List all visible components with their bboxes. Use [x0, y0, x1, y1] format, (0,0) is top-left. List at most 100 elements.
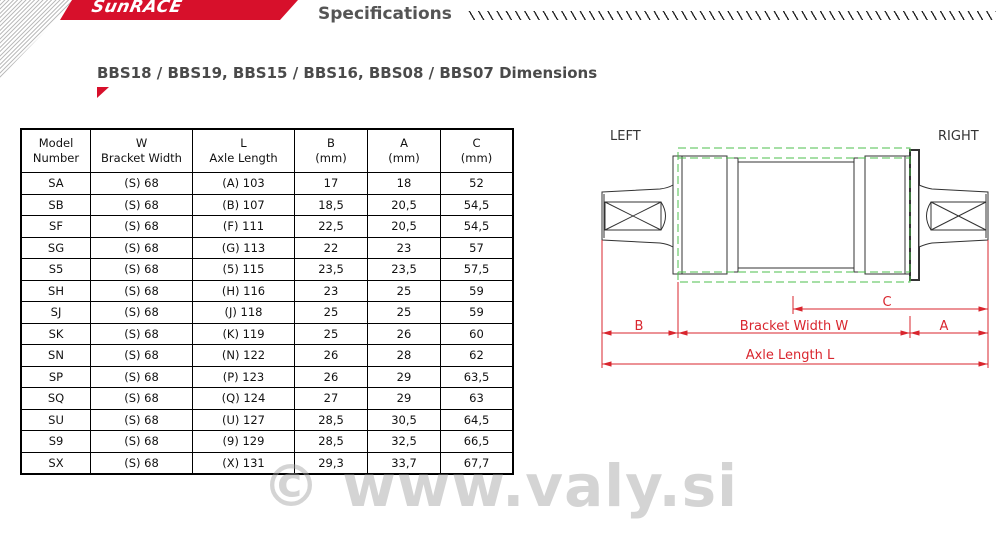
header-line1: Model — [38, 136, 74, 150]
table-cell: (9) 129 — [192, 430, 295, 453]
table-cell: 33,7 — [367, 451, 441, 475]
table-cell: 64,5 — [440, 408, 514, 431]
table-cell: 22 — [294, 236, 368, 259]
table-cell: 54,5 — [440, 193, 514, 216]
table-cell: 29 — [367, 387, 441, 410]
table-cell: (Q) 124 — [192, 387, 295, 410]
diagram-drawing: C B Bracket Width W A Axle Length L — [601, 147, 989, 368]
table-cell: (N) 122 — [192, 344, 295, 367]
bottom-bracket-diagram: LEFT RIGHT — [590, 120, 998, 380]
table-cell: 29 — [367, 365, 441, 388]
table-cell: 57,5 — [440, 258, 514, 281]
table-cell: (G) 113 — [192, 236, 295, 259]
hatch-divider — [468, 11, 996, 20]
table-cell: 27 — [294, 387, 368, 410]
header-line1: W — [135, 136, 148, 150]
table-cell: SU — [20, 408, 91, 431]
table-cell: 52 — [440, 172, 514, 195]
table-cell: 28 — [367, 344, 441, 367]
table-cell: (S) 68 — [90, 301, 193, 324]
table-cell: S9 — [20, 430, 91, 453]
brand-logo: SunRACE — [89, 0, 184, 17]
header-line2: Number — [32, 151, 80, 165]
table-cell: (S) 68 — [90, 387, 193, 410]
table-cell: 59 — [440, 301, 514, 324]
table-cell: 67,7 — [440, 451, 514, 475]
table-cell: 23 — [367, 236, 441, 259]
left-label: LEFT — [610, 129, 641, 144]
table-cell: (S) 68 — [90, 322, 193, 345]
table-cell: (S) 68 — [90, 408, 193, 431]
page-title: BBS18 / BBS19, BBS15 / BBS16, BBS08 / BB… — [97, 64, 598, 82]
table-cell: SF — [20, 215, 91, 238]
table-cell: 63,5 — [440, 365, 514, 388]
table-cell: (A) 103 — [192, 172, 295, 195]
table-cell: 28,5 — [294, 430, 368, 453]
header-line2: (mm) — [315, 151, 347, 165]
dim-w-label: Bracket Width W — [740, 319, 849, 334]
table-cell: 54,5 — [440, 215, 514, 238]
table-cell: (S) 68 — [90, 193, 193, 216]
table-cell: SP — [20, 365, 91, 388]
dim-l-label: Axle Length L — [746, 348, 835, 363]
dim-b-label: B — [635, 319, 644, 334]
table-cell: 25 — [367, 279, 441, 302]
table-cell: 20,5 — [367, 215, 441, 238]
watermark: © www.valy.si — [262, 452, 739, 520]
table-cell: 63 — [440, 387, 514, 410]
table-cell: 23,5 — [294, 258, 368, 281]
table-cell: (S) 68 — [90, 344, 193, 367]
table-cell: (X) 131 — [192, 451, 295, 475]
header-line2: (mm) — [388, 151, 420, 165]
table-cell: 62 — [440, 344, 514, 367]
table-cell: SA — [20, 172, 91, 195]
section-title: Specifications — [318, 4, 452, 24]
dim-a-label: A — [940, 319, 949, 334]
brand-banner — [60, 0, 298, 20]
column-header: A(mm) — [367, 128, 441, 173]
table-cell: (P) 123 — [192, 365, 295, 388]
table-cell: SX — [20, 451, 91, 475]
table-cell: (U) 127 — [192, 408, 295, 431]
table-cell: (S) 68 — [90, 430, 193, 453]
table-cell: 18,5 — [294, 193, 368, 216]
table-cell: SK — [20, 322, 91, 345]
table-cell: 23,5 — [367, 258, 441, 281]
table-cell: 25 — [294, 301, 368, 324]
table-cell: SG — [20, 236, 91, 259]
red-triangle-marker — [97, 87, 109, 98]
table-cell: 28,5 — [294, 408, 368, 431]
table-cell: SN — [20, 344, 91, 367]
table-cell: SB — [20, 193, 91, 216]
table-cell: (S) 68 — [90, 451, 193, 475]
header-line2: Axle Length — [209, 151, 278, 165]
table-cell: 57 — [440, 236, 514, 259]
table-cell: (K) 119 — [192, 322, 295, 345]
table-cell: 30,5 — [367, 408, 441, 431]
header-line2: Bracket Width — [101, 151, 182, 165]
table-cell: SQ — [20, 387, 91, 410]
table-cell: 25 — [294, 322, 368, 345]
table-cell: SH — [20, 279, 91, 302]
table-cell: (5) 115 — [192, 258, 295, 281]
table-cell: 17 — [294, 172, 368, 195]
table-cell: 59 — [440, 279, 514, 302]
table-cell: S5 — [20, 258, 91, 281]
table-cell: 32,5 — [367, 430, 441, 453]
table-cell: (S) 68 — [90, 258, 193, 281]
table-cell: 26 — [294, 365, 368, 388]
table-cell: 20,5 — [367, 193, 441, 216]
